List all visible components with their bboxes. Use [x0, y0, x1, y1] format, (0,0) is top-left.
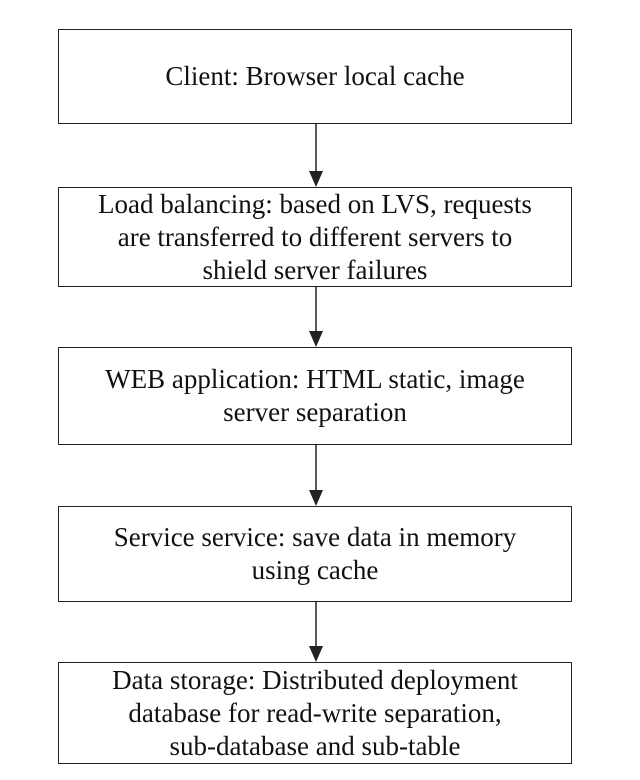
step-load-balancing-line-1: Load balancing: based on LVS, requests [98, 188, 532, 219]
step-data-storage-box: Data storage: Distributed deployment dat… [58, 662, 572, 764]
step-web-application-line-1: WEB application: HTML static, image [105, 364, 525, 394]
step-load-balancing-box: Load balancing: based on LVS, requests a… [58, 187, 572, 287]
step-web-application-line-2: server separation [223, 397, 407, 427]
arrow-web-application-to-service [309, 445, 323, 506]
step-load-balancing-line-2: are transferred to different servers to [117, 221, 513, 252]
step-data-storage-line-3: sub-database and sub-table [169, 730, 461, 761]
arrow-load-balancing-to-web-application [309, 287, 323, 347]
arrow-client-to-load-balancing [309, 124, 323, 187]
step-service-line-2: using cache [251, 555, 379, 585]
arrow-service-to-data-storage [309, 602, 323, 662]
step-data-storage-line-1: Data storage: Distributed deployment [112, 664, 518, 695]
step-client-line-1: Client: Browser local cache [165, 61, 465, 91]
step-client-box: Client: Browser local cache [58, 29, 572, 124]
step-service-line-1: Service service: save data in memory [113, 522, 517, 552]
step-load-balancing-line-3: shield server failures [202, 254, 428, 285]
step-data-storage-line-2: database for read-write separation, [128, 697, 502, 728]
step-service-box: Service service: save data in memory usi… [58, 506, 572, 602]
step-web-application-box: WEB application: HTML static, image serv… [58, 347, 572, 445]
